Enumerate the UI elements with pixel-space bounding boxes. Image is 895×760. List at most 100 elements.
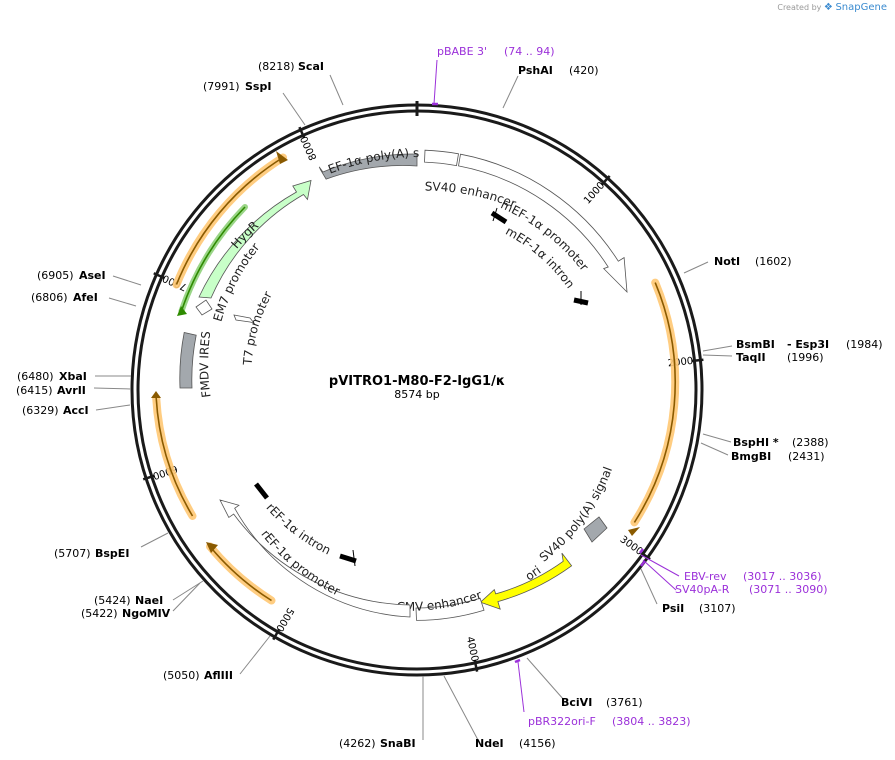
site-noti-pos: (1602): [755, 255, 792, 268]
primer-sv40par-range: (3071 .. 3090): [749, 583, 828, 596]
primer-ebvrev-leader: [640, 554, 680, 577]
primer-sv40par-mark: [640, 560, 646, 567]
orf-right: [630, 278, 680, 527]
feature-ori[interactable]: [479, 552, 573, 610]
plasmid-name: pVITRO1-M80-F2-IgG1/κ: [329, 374, 505, 389]
feature-em7-promoter[interactable]: [195, 299, 213, 316]
tick-mark: [691, 358, 704, 363]
feature-label-sv40-polya: SV40 poly(A) signal: [537, 465, 615, 565]
site-esp3i-name[interactable]: - Esp3I: [787, 338, 829, 351]
snapgene-logo-icon: ❖: [823, 2, 833, 13]
restriction-sites: (8218) ScaI (7991) SspI PshAI (420) NotI…: [16, 60, 883, 750]
site-asei-name[interactable]: AseI: [79, 269, 106, 282]
tick-mark: [153, 272, 166, 280]
tick-label: 3000: [618, 534, 645, 558]
site-ngomiv-pos: (5422): [81, 607, 118, 620]
primer-pbr322-range: (3804 .. 3823): [612, 715, 691, 728]
primer-pbabe-name[interactable]: pBABE 3': [437, 45, 487, 58]
site-avrii-pos: (6415): [16, 384, 53, 397]
site-bcivi-name[interactable]: BciVI: [561, 696, 592, 709]
site-bcivi-pos: (3761): [606, 696, 643, 709]
feature-sv40-enhancer-a[interactable]: [424, 149, 459, 167]
site-sspi-pos: (7991): [203, 80, 240, 93]
site-bmgbi-name[interactable]: BmgBI: [731, 450, 771, 463]
feature-ref1a-intron-start: [254, 482, 269, 500]
orf-topleft-line: [175, 156, 284, 285]
feature-mef1a-intron-tick2: [492, 207, 498, 222]
credit: Created by ❖ SnapGene: [777, 2, 887, 13]
site-xbai-pos: (6480): [17, 370, 54, 383]
site-bspei-name[interactable]: BspEI: [95, 547, 129, 560]
feature-hygr[interactable]: [198, 179, 312, 299]
feature-t7-promoter[interactable]: [233, 314, 256, 324]
tick-mark: [298, 126, 306, 139]
site-ngomiv-name[interactable]: NgoMIV: [122, 607, 171, 620]
site-bsmbi-pos: (1984): [846, 338, 883, 351]
site-psii-name[interactable]: PsiI: [662, 602, 684, 615]
orf-bottomleft-line: [209, 545, 272, 602]
feature-ref1a-promoter[interactable]: [219, 499, 411, 618]
tick-label: 5000: [273, 606, 295, 634]
feature-ref1a-intron-tick: [352, 549, 356, 567]
site-taqii-name[interactable]: TaqII: [736, 351, 766, 364]
feature-sv40-polya[interactable]: [583, 516, 608, 543]
site-aflii-pos: (5050): [163, 669, 200, 682]
feature-fmdv-ires[interactable]: [179, 332, 197, 389]
primer-pbr322-name[interactable]: pBR322ori-F: [528, 715, 596, 728]
feature-cmv-enhancer[interactable]: [415, 597, 485, 621]
site-bsmbi-name[interactable]: BsmBI: [736, 338, 775, 351]
primer-pbr322-mark: [514, 658, 521, 664]
credit-brand: SnapGene: [835, 2, 887, 13]
tick-label: 1000: [582, 180, 607, 206]
site-scai-pos: (8218): [258, 60, 295, 73]
primer-ebvrev-name[interactable]: EBV-rev: [684, 570, 727, 583]
primer-sv40par-leader: [642, 559, 677, 591]
site-naei-pos: (5424): [94, 594, 131, 607]
tick-mark: [600, 175, 611, 186]
primer-sv40par-name[interactable]: SV40pA-R: [675, 583, 730, 596]
primer-ebvrev-mark: [639, 548, 644, 554]
site-snabi-name[interactable]: SnaBI: [380, 737, 416, 750]
feature-label-t7-promoter: T7 promoter: [240, 289, 274, 367]
site-xbai-name[interactable]: XbaI: [59, 370, 87, 383]
site-asei-pos: (6905): [37, 269, 74, 282]
site-scai-name[interactable]: ScaI: [298, 60, 324, 73]
site-noti-name[interactable]: NotI: [714, 255, 740, 268]
site-ndei-pos: (4156): [519, 737, 556, 750]
site-ndei-name[interactable]: NdeI: [475, 737, 504, 750]
site-snabi-pos: (4262): [339, 737, 376, 750]
site-pshai-pos: (420): [569, 64, 599, 77]
tick-label: 4000: [464, 636, 480, 663]
site-naei-name[interactable]: NaeI: [135, 594, 163, 607]
feature-mef1a-intron-start: [490, 210, 508, 225]
site-bmgbi-pos: (2431): [788, 450, 825, 463]
site-bspei-pos: (5707): [54, 547, 91, 560]
site-afei-name[interactable]: AfeI: [73, 291, 98, 304]
orf-left-line: [155, 397, 194, 517]
orf-hygr-line: [180, 206, 246, 312]
primers: pBABE 3' (74 .. 94) EBV-rev (3017 .. 303…: [432, 45, 828, 728]
site-avrii-name[interactable]: AvrII: [57, 384, 86, 397]
feature-mef1a-promoter[interactable]: [458, 153, 628, 294]
orf-right-line: [633, 282, 676, 523]
site-acci-pos: (6329): [22, 404, 59, 417]
primer-pbr322-leader: [517, 661, 525, 713]
site-aflii-name[interactable]: AflIII: [204, 669, 233, 682]
site-sspi-name[interactable]: SspI: [245, 80, 271, 93]
feature-ref1a-intron-end: [339, 553, 357, 564]
site-pshai-name[interactable]: PshAI: [518, 64, 553, 77]
primer-pbabe-leader: [433, 59, 438, 105]
orf-bottomleft: [206, 542, 276, 605]
site-bsphi-name[interactable]: BspHI *: [733, 436, 779, 449]
feature-ef1a-polya[interactable]: [318, 153, 418, 180]
site-taqii-pos: (1996): [787, 351, 824, 364]
tick-mark: [473, 659, 479, 672]
site-psii-pos: (3107): [699, 602, 736, 615]
site-bsphi-pos: (2388): [792, 436, 829, 449]
orf-right-arrowhead: [628, 527, 640, 536]
site-afei-pos: (6806): [31, 291, 68, 304]
site-acci-name[interactable]: AccI: [63, 404, 89, 417]
primer-pbabe-range: (74 .. 94): [504, 45, 555, 58]
site-leaders: [93, 74, 733, 741]
